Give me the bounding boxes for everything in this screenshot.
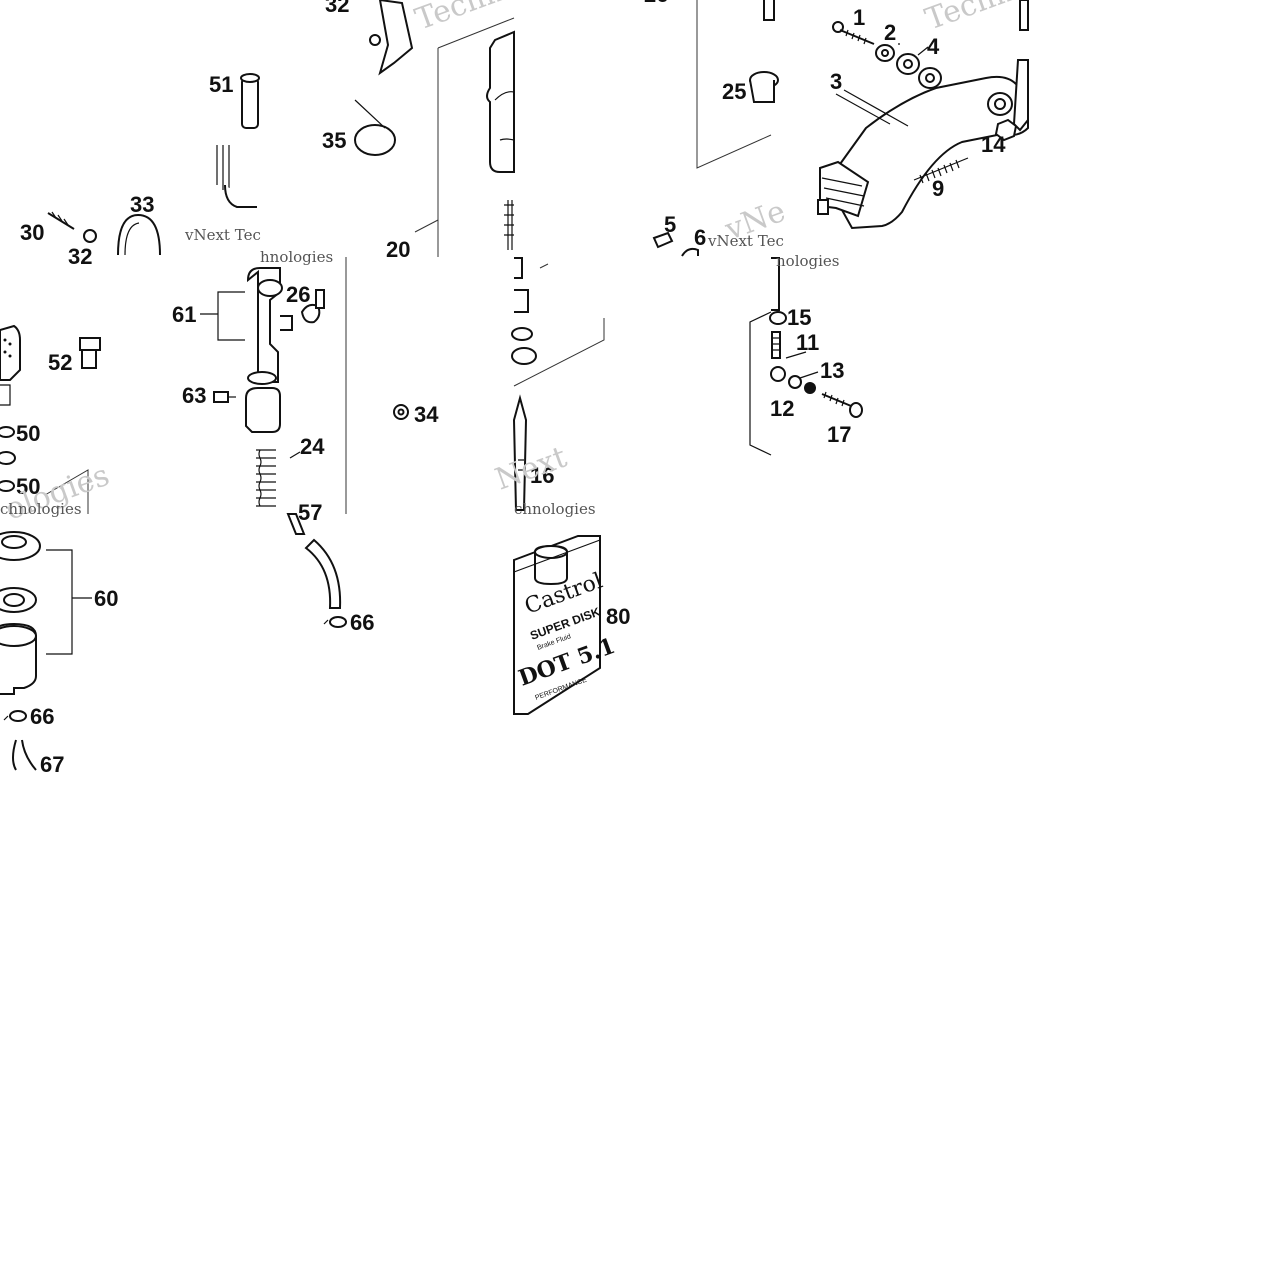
watermark-7: nologies [776,252,840,270]
callout-2: 2 [884,20,896,45]
callout-67: 67 [40,752,64,777]
callout-60: 60 [94,586,118,611]
bolt-17 [821,391,863,418]
callout-4: 4 [927,34,940,59]
washer-12 [770,366,802,389]
callout-52: 52 [48,350,72,375]
nut-34 [393,404,409,420]
callout-5: 5 [664,212,676,237]
bolt-1 [832,21,875,45]
reservoir-switch-51 [216,73,260,208]
cable-tie-35 [354,99,396,156]
piston-parts [511,257,537,365]
fitting-left [0,324,21,406]
brake-line-32 [369,0,414,76]
callout-32a: 32 [325,0,349,17]
nut-15 [769,311,787,325]
callout-16: 16 [530,463,554,488]
watermark-11: chnologies [0,500,82,518]
master-cylinder-61 [245,267,293,507]
callout-15: 15 [787,305,811,330]
callout-13: 13 [820,358,844,383]
callout-51: 51 [209,72,233,97]
callout-3: 3 [830,69,842,94]
callout-63: 63 [182,383,206,408]
washer-50-a [0,426,15,438]
callout-80: 80 [606,604,630,629]
washer-2 [875,44,895,62]
watermark-9: chnologies [514,500,596,518]
watermark-6: vNext Tec [707,232,784,250]
callout-17: 17 [827,422,851,447]
nut-6 [681,247,699,257]
cover-33 [117,213,161,256]
callout-35: 35 [322,128,346,153]
clamp-66-b [323,616,347,628]
hose-67 [12,739,37,771]
screw-63 [213,391,236,403]
callout-30: 30 [20,220,44,245]
callout-66a: 66 [30,704,54,729]
bearing-4 [896,53,942,89]
callout-1: 1 [853,5,865,30]
callout-50a: 50 [16,421,40,446]
callout-26b: 26 [286,282,310,307]
watermark-2: vNext Tec [184,226,261,244]
callout-61: 61 [172,302,196,327]
callout-66b: 66 [350,610,374,635]
callout-20: 20 [386,237,410,262]
pedal-edge-right [1012,0,1029,132]
washer-13 [804,382,816,394]
brake-fluid-can-80 [513,535,601,715]
washer-50-b [0,451,16,492]
bracket-lower [749,257,780,456]
master-cylinder-top [486,30,515,250]
watermark-5: hnologies [260,248,333,266]
part-top-26 [763,0,775,21]
spring-9 [913,157,969,184]
pushrod-16 [512,394,528,511]
hose-57 [286,513,342,609]
screw-5 [652,231,674,249]
reservoir-60 [0,531,41,695]
stud-11 [771,331,781,359]
callout-50b: 50 [16,474,40,499]
clamp-66-a [3,710,27,722]
bolt-30 [47,211,97,243]
callout-26a: 26 [644,0,668,7]
callout-33: 33 [130,192,154,217]
callout-12: 12 [770,396,794,421]
brake-switch-52 [79,337,101,369]
nut-14 [994,118,1018,142]
callout-32b: 32 [68,244,92,269]
callout-34: 34 [414,402,439,427]
brake-pedal-3 [817,75,1029,230]
callout-6: 6 [694,225,706,250]
callout-14: 14 [981,132,1006,157]
callout-24: 24 [300,434,325,459]
callout-9: 9 [932,176,944,201]
fitting-26 [300,289,325,324]
callout-25: 25 [722,79,746,104]
boot-25 [749,71,779,103]
callout-11: 11 [796,330,819,355]
callout-57: 57 [298,500,322,525]
